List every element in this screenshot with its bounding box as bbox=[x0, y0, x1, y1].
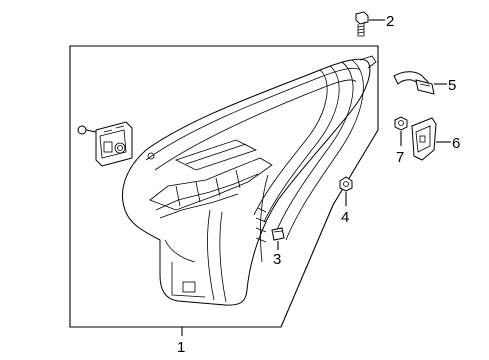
bolt[interactable] bbox=[355, 11, 369, 37]
callout-3: 3 bbox=[273, 251, 281, 268]
nut[interactable] bbox=[339, 176, 353, 192]
callout-4: 4 bbox=[341, 209, 349, 226]
clip[interactable] bbox=[271, 227, 285, 241]
callout-7: 7 bbox=[396, 149, 404, 166]
callout-1: 1 bbox=[177, 339, 185, 356]
callout-5: 5 bbox=[448, 77, 456, 94]
adjuster-screw[interactable] bbox=[77, 125, 97, 135]
control-module[interactable] bbox=[95, 121, 133, 167]
callout-6: 6 bbox=[452, 135, 460, 152]
assembly-outline bbox=[69, 45, 379, 328]
callout-2: 2 bbox=[386, 13, 394, 30]
headlamp-assembly[interactable] bbox=[122, 55, 377, 306]
nut-small[interactable] bbox=[394, 116, 408, 131]
bracket[interactable] bbox=[411, 117, 437, 161]
connector[interactable] bbox=[393, 71, 435, 95]
